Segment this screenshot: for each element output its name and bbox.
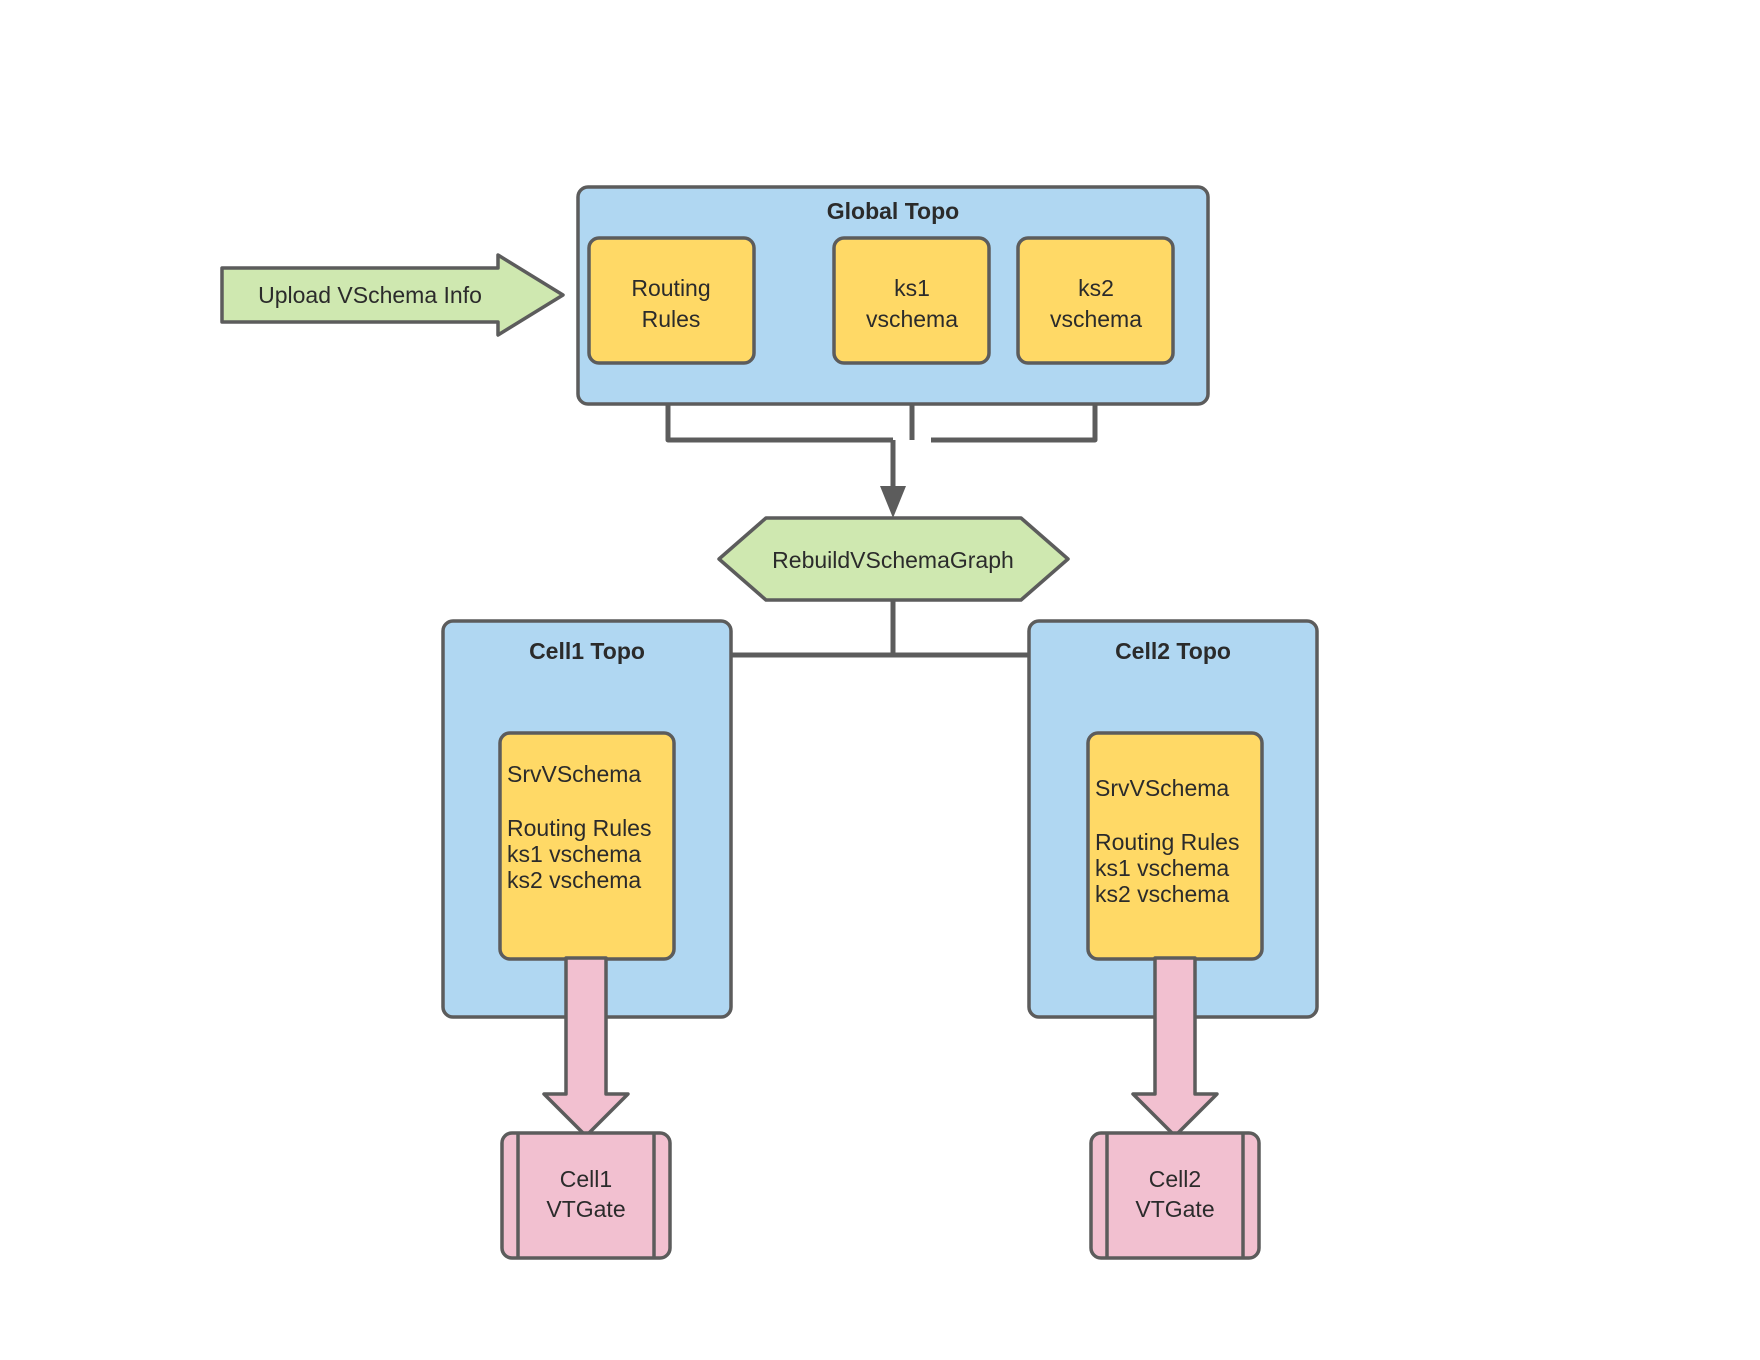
ks2-vschema-box[interactable] bbox=[1016, 236, 1175, 365]
cell2-vtgate-label-line2: VTGate bbox=[1135, 1196, 1214, 1222]
ks2-vschema-label-line1: ks2 bbox=[1078, 275, 1114, 301]
rebuild-vschema-graph-process[interactable]: RebuildVSchemaGraph bbox=[717, 516, 1070, 602]
cell1-vtgate-box[interactable] bbox=[500, 1131, 672, 1260]
upload-vschema-arrow-shape[interactable] bbox=[220, 253, 565, 337]
cell1-vtgate-label-line2: VTGate bbox=[546, 1196, 625, 1222]
node-ks1-vschema[interactable]: ks1 vschema bbox=[832, 236, 991, 365]
cell1-srvvschema-to-vtgate-arrow bbox=[542, 956, 630, 1138]
cell2-srvvschema-title: SrvVSchema bbox=[1095, 775, 1229, 801]
cell2-pink-arrow bbox=[1131, 956, 1219, 1138]
cell2-vtgate-label-line1: Cell2 bbox=[1149, 1166, 1201, 1192]
node-cell1-vtgate[interactable]: Cell1 VTGate bbox=[500, 1131, 672, 1260]
cell2-vtgate-box[interactable] bbox=[1089, 1131, 1261, 1260]
node-cell2-vtgate[interactable]: Cell2 VTGate bbox=[1089, 1131, 1261, 1260]
cell1-srvvschema-item-2: ks2 vschema bbox=[507, 867, 641, 893]
cell1-srvvschema-item-1: ks1 vschema bbox=[507, 841, 641, 867]
global-topo-title: Global Topo bbox=[827, 198, 959, 224]
upload-vschema-label: Upload VSchema Info bbox=[258, 282, 482, 308]
ks2-vschema-label-line2: vschema bbox=[1050, 306, 1142, 332]
node-ks2-vschema[interactable]: ks2 vschema bbox=[1016, 236, 1175, 365]
cell2-srvvschema-item-2: ks2 vschema bbox=[1095, 881, 1229, 907]
cell1-topo-title: Cell1 Topo bbox=[529, 638, 645, 664]
ks1-vschema-label-line2: vschema bbox=[866, 306, 958, 332]
cell2-srvvschema-to-vtgate-arrow bbox=[1131, 956, 1219, 1138]
cell2-topo-container[interactable]: Cell2 Topo SrvVSchema Routing Rules ks1 … bbox=[1027, 619, 1319, 1019]
rebuild-vschema-graph-label: RebuildVSchemaGraph bbox=[772, 547, 1014, 573]
routing-rules-box[interactable] bbox=[587, 236, 756, 365]
cell1-srvvschema-title: SrvVSchema bbox=[507, 761, 641, 787]
rebuild-vschema-graph-shape[interactable] bbox=[717, 516, 1070, 602]
ks1-vschema-label-line1: ks1 bbox=[894, 275, 930, 301]
routing-rules-label-line1: Routing bbox=[631, 275, 710, 301]
global-topo-container[interactable]: Global Topo Routing Rules ks1 vschema ks… bbox=[576, 185, 1210, 406]
cell2-topo-title: Cell2 Topo bbox=[1115, 638, 1231, 664]
node-routing-rules[interactable]: Routing Rules bbox=[587, 236, 756, 365]
routing-rules-label-line2: Rules bbox=[642, 306, 701, 332]
ks1-vschema-box[interactable] bbox=[832, 236, 991, 365]
cell1-topo-container[interactable]: Cell1 Topo SrvVSchema Routing Rules ks1 … bbox=[441, 619, 733, 1019]
cell1-vtgate-label-line1: Cell1 bbox=[560, 1166, 612, 1192]
cell2-srvvschema-item-0: Routing Rules bbox=[1095, 829, 1239, 855]
cell1-pink-arrow bbox=[542, 956, 630, 1138]
upload-vschema-arrow[interactable]: Upload VSchema Info bbox=[220, 253, 565, 337]
cell1-srvvschema-item-0: Routing Rules bbox=[507, 815, 651, 841]
node-cell2-srvvschema[interactable]: SrvVSchema Routing Rules ks1 vschema ks2… bbox=[1086, 731, 1264, 961]
arrowhead-to-rebuild bbox=[880, 486, 906, 518]
cell2-srvvschema-item-1: ks1 vschema bbox=[1095, 855, 1229, 881]
node-cell1-srvvschema[interactable]: SrvVSchema Routing Rules ks1 vschema ks2… bbox=[498, 731, 676, 961]
